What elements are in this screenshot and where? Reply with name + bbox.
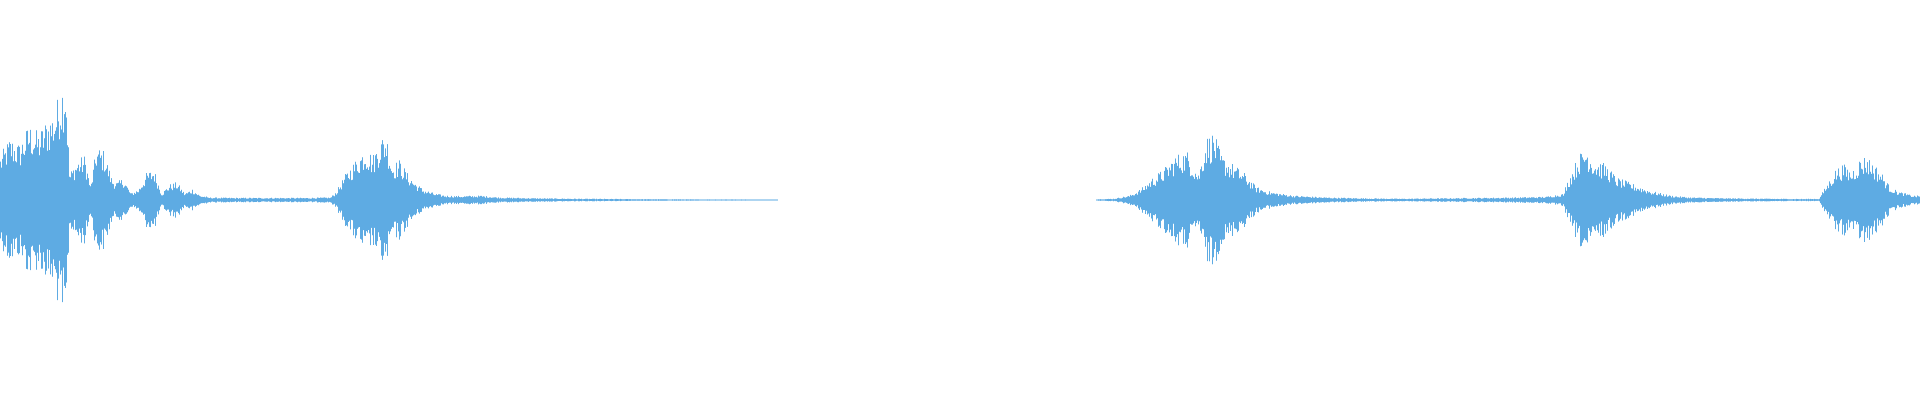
waveform-trace bbox=[0, 97, 207, 303]
waveform-segment-burst-1 bbox=[0, 97, 207, 303]
waveform-trace bbox=[1820, 158, 1920, 242]
waveform-segment-burst-4 bbox=[1565, 153, 1820, 247]
waveform-trace bbox=[1096, 135, 1565, 265]
waveform-segment-burst-5 bbox=[1820, 158, 1920, 242]
waveform-segment-burst-2 bbox=[207, 140, 778, 260]
waveform-layer bbox=[0, 97, 1920, 303]
waveform-trace bbox=[207, 140, 778, 260]
waveform-trace bbox=[1565, 153, 1820, 247]
waveform-segment-burst-3 bbox=[1096, 135, 1565, 265]
